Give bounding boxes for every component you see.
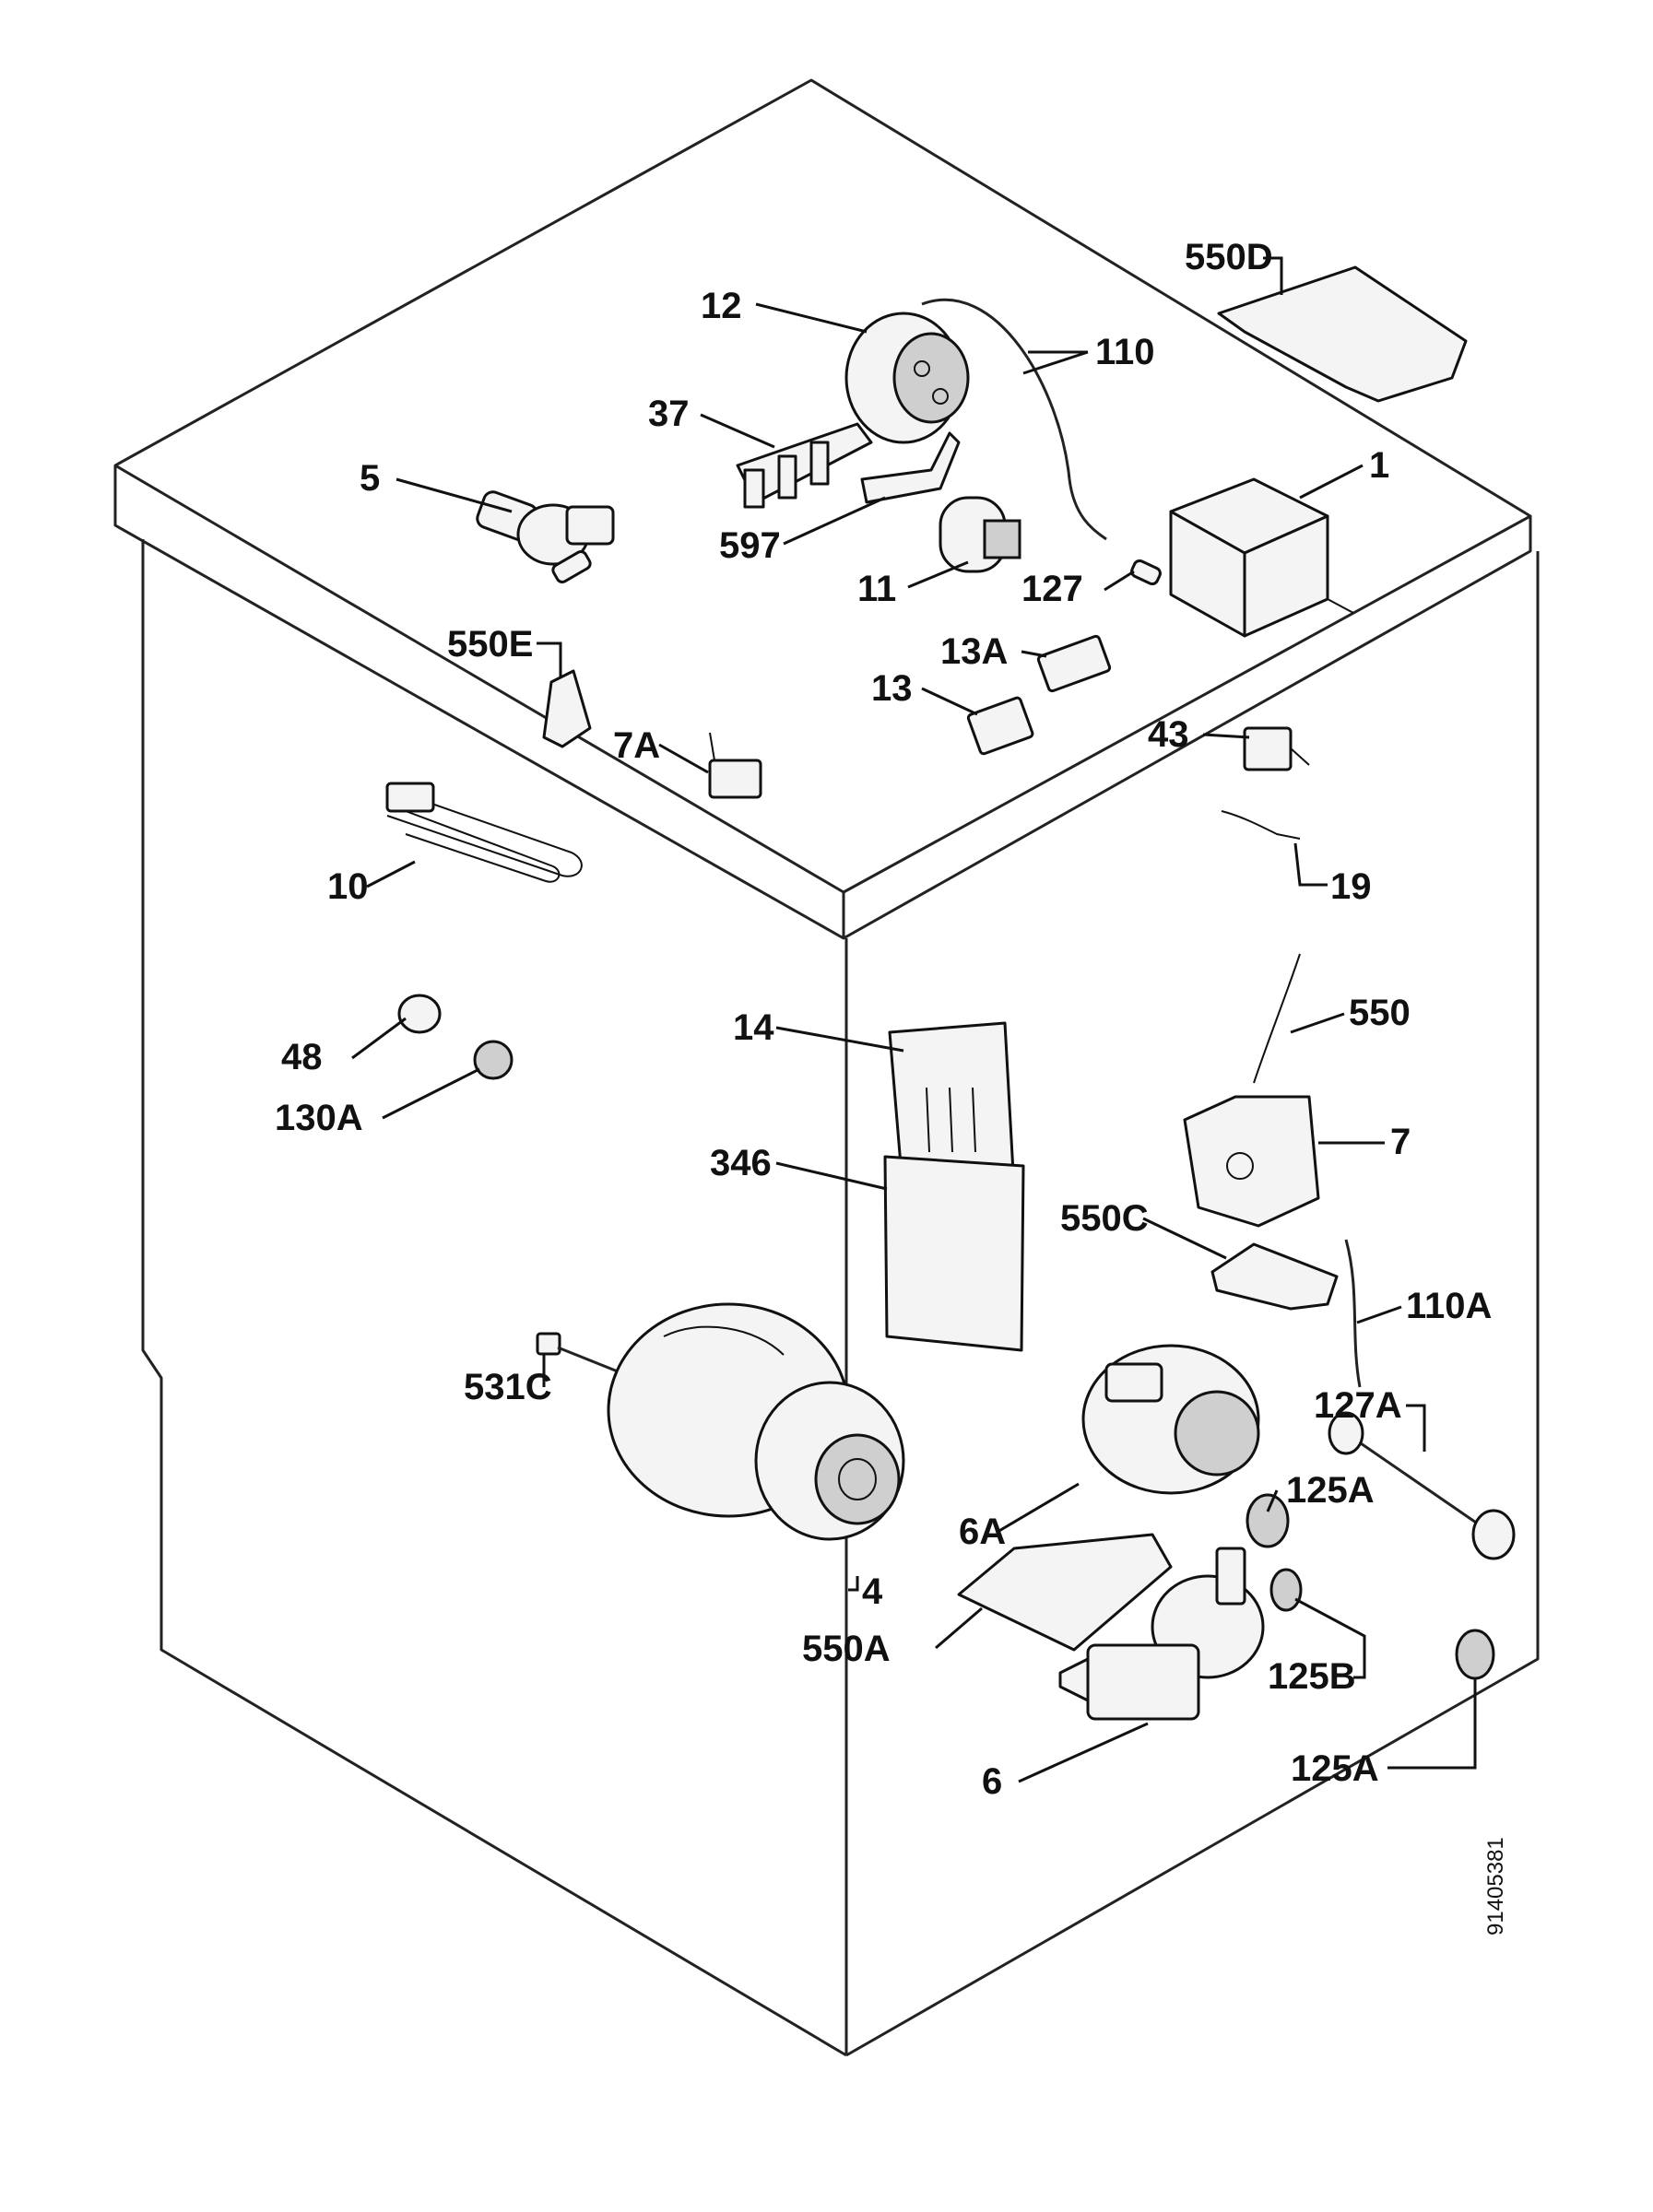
part-597-clip	[860, 431, 961, 504]
callout-6: 6	[982, 1761, 1002, 1802]
callout-13: 13	[871, 668, 913, 709]
part-550C-cover	[1210, 1242, 1339, 1311]
callout-13A: 13A	[940, 631, 1008, 672]
part-531C-bolt	[536, 1332, 623, 1375]
part-550D-cover-plate	[1217, 265, 1468, 403]
part-11-capacitor	[939, 496, 1021, 573]
part-6A-pump	[1081, 1344, 1260, 1495]
callout-labels: 550D 12 110 37 5 1 597 11 127 550E 13A 1…	[275, 237, 1492, 1802]
part-19-sensor	[1221, 810, 1301, 840]
callout-12: 12	[701, 286, 742, 326]
part-110A-hose	[1344, 1239, 1362, 1388]
part-5-valve	[476, 490, 615, 583]
part-13A-connector	[1036, 634, 1112, 693]
callout-37: 37	[648, 394, 690, 434]
callout-110A: 110A	[1406, 1286, 1492, 1326]
callout-125B: 125B	[1268, 1656, 1356, 1697]
part-6-drain-pump	[1058, 1547, 1265, 1721]
part-125B-seal	[1269, 1568, 1303, 1612]
callout-110: 110	[1095, 332, 1155, 372]
callout-550: 550	[1349, 993, 1411, 1033]
part-7-door-lock	[1183, 1095, 1320, 1228]
leader-lines	[351, 256, 1477, 1783]
callout-6A: 6A	[959, 1512, 1006, 1552]
part-37-terminal-block	[736, 422, 873, 509]
part-550E-bracket	[542, 669, 592, 748]
callout-14: 14	[733, 1007, 774, 1048]
callout-550E: 550E	[447, 624, 533, 665]
part-550-cable	[1253, 953, 1301, 1084]
callout-550C: 550C	[1060, 1198, 1149, 1239]
callout-1: 1	[1369, 445, 1389, 486]
callout-5: 5	[360, 458, 380, 499]
callout-127A: 127A	[1314, 1385, 1402, 1426]
part-4-motor	[607, 1302, 905, 1541]
part-10-heater	[385, 782, 583, 883]
callout-597: 597	[719, 525, 781, 566]
part-1-control-module	[1169, 477, 1354, 638]
callout-125A-upper: 125A	[1286, 1470, 1375, 1511]
callout-43: 43	[1148, 714, 1189, 755]
part-13-connector	[966, 696, 1034, 756]
callout-531C: 531C	[464, 1367, 552, 1407]
part-127-pin	[1130, 559, 1162, 586]
part-125A-seal-upper	[1246, 1493, 1290, 1548]
callout-130A: 130A	[275, 1098, 363, 1138]
part-127A-tube	[1328, 1411, 1516, 1560]
part-346-holder	[883, 1155, 1025, 1352]
part-43-switch	[1243, 726, 1310, 771]
part-12-timer	[844, 312, 970, 444]
part-7A-microswitch	[708, 732, 762, 799]
callout-7: 7	[1390, 1122, 1411, 1162]
callout-10: 10	[327, 866, 369, 907]
part-125A-seal-lower	[1455, 1629, 1495, 1680]
part-48-knob	[397, 994, 442, 1034]
callout-550D: 550D	[1185, 237, 1273, 277]
callout-550A: 550A	[802, 1629, 891, 1669]
part-110-hose	[921, 298, 1107, 541]
callout-127: 127	[1021, 569, 1083, 609]
callout-4: 4	[862, 1571, 883, 1612]
part-130A-gear	[473, 1040, 514, 1080]
part-550A-cover	[957, 1533, 1173, 1652]
callout-125A-lower: 125A	[1291, 1748, 1379, 1789]
callout-7A: 7A	[613, 725, 660, 766]
parts	[385, 265, 1516, 1721]
callout-19: 19	[1330, 866, 1372, 907]
callout-48: 48	[281, 1037, 323, 1077]
callout-346: 346	[710, 1143, 772, 1183]
document-number: 91405381	[1483, 1837, 1508, 1936]
callout-11: 11	[857, 569, 896, 609]
